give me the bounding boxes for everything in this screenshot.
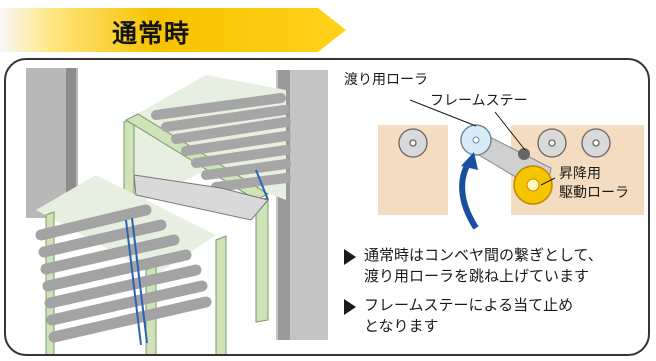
bridge-roller-label: 渡り用ローラ: [344, 72, 428, 88]
bullet-list: 通常時はコンベヤ間の繋ぎとして、 渡り用ローラを跳ね上げています フレームステー…: [344, 245, 644, 345]
drive-roller-label-line2: 駆動ローラ: [559, 185, 629, 201]
content-frame: 渡り用ローラ フレームステー 昇降用 駆動ローラ 通常時はコンベヤ間の繋ぎとして…: [4, 58, 650, 356]
frame-stay-label: フレームステー: [430, 93, 528, 109]
drive-roller-label-line1: 昇降用: [559, 166, 601, 182]
conveyor-illustration: [26, 68, 644, 354]
upper-rollers: [151, 93, 291, 192]
lower-rollers: [35, 204, 212, 343]
lift-arrow-icon: [459, 152, 479, 230]
drive-roller-icon: [513, 165, 553, 205]
bridge-roller-icon: [460, 124, 492, 156]
title-banner: [0, 8, 346, 52]
bullet-triangle-icon: [344, 249, 356, 265]
bullet-line: となります: [364, 317, 439, 335]
conveyor-roller-icon: [398, 128, 611, 158]
bullet-line: フレームステーによる当て止め: [364, 296, 574, 314]
bullet-triangle-icon: [344, 299, 356, 315]
bullet-item: 通常時はコンベヤ間の繋ぎとして、 渡り用ローラを跳ね上げています: [344, 245, 644, 287]
bullet-line: 通常時はコンベヤ間の繋ぎとして、: [364, 246, 603, 264]
page-title: 通常時: [112, 19, 191, 48]
bullet-item: フレームステーによる当て止め となります: [344, 295, 644, 337]
bullet-line: 渡り用ローラを跳ね上げています: [364, 267, 590, 285]
